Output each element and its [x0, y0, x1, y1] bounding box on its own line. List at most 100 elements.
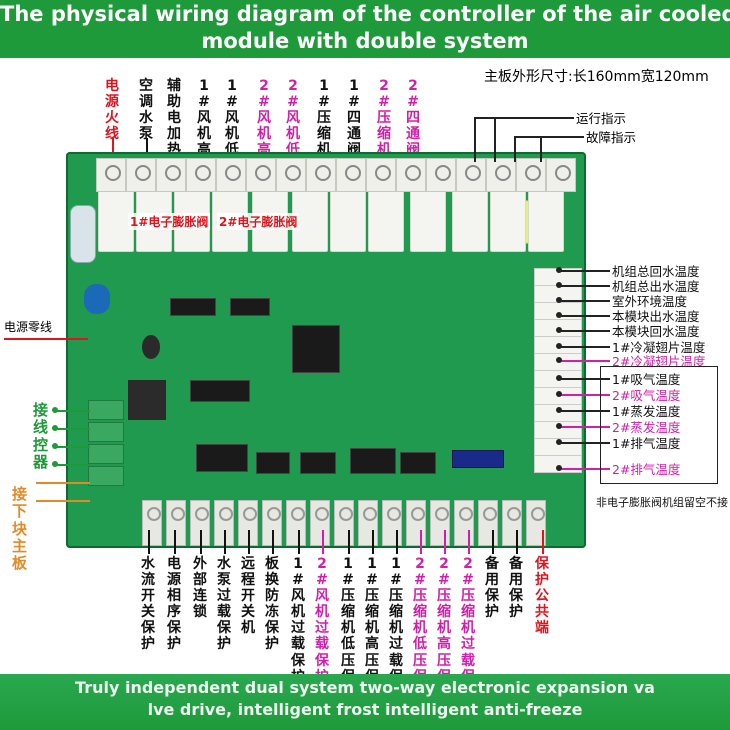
bottom-terminal-13	[454, 500, 474, 546]
right-leader-1	[560, 285, 610, 287]
run-indicator-drop-b	[474, 117, 476, 162]
top-leader-0	[112, 138, 114, 162]
bottom-leader-3	[224, 530, 226, 554]
right-leader-dot-5	[556, 343, 562, 349]
ic-chip-1	[256, 452, 290, 474]
right-label-4: 本模块回水温度	[612, 324, 700, 339]
relay-9	[452, 190, 488, 252]
right-leader-6	[560, 360, 610, 362]
next-board-line-a	[36, 482, 90, 484]
title-line-1: The physical wiring diagram of the contr…	[0, 2, 730, 26]
voltage-regulator-icon	[128, 380, 166, 420]
bottom-terminal-14	[478, 500, 498, 546]
right-label-12: 2#排气温度	[612, 462, 681, 477]
fault-indicator-drop-b	[540, 136, 542, 162]
left-terminal-3	[88, 466, 124, 486]
right-leader-dot-10	[556, 423, 562, 429]
right-label-5: 1#冷凝翅片温度	[612, 340, 706, 355]
bottom-leader-9	[372, 530, 374, 554]
top-terminal-9	[366, 158, 396, 192]
bottom-label-3: 水泵过载保护	[217, 556, 231, 653]
top-label-10: 2#四通阀	[406, 78, 420, 159]
bottom-terminal-10	[382, 500, 402, 546]
bottom-leader-16	[542, 530, 544, 554]
controller-dot-1	[52, 425, 58, 431]
bottom-terminal-12	[430, 500, 450, 546]
top-label-7: 1#压缩机	[317, 78, 331, 159]
ic-chip-3	[350, 448, 396, 474]
bottom-terminal-8	[334, 500, 354, 546]
right-label-0: 机组总回水温度	[612, 264, 700, 279]
right-label-6: 2#冷凝翅片温度	[612, 354, 706, 369]
relay-10	[490, 190, 526, 252]
bottom-leader-11	[420, 530, 422, 554]
run-indicator-join	[474, 117, 494, 119]
top-terminal-7	[306, 158, 336, 192]
right-label-7: 1#吸气温度	[612, 372, 681, 387]
bottom-terminal-7	[310, 500, 330, 546]
top-label-5: 2#风机高速	[257, 78, 271, 174]
bottom-leader-14	[492, 530, 494, 554]
relay-7	[368, 190, 404, 252]
controller-dot-0	[52, 407, 58, 413]
board-dimensions: 主板外形尺寸:长160mm宽120mm	[484, 69, 709, 85]
next-board-line-b	[36, 500, 90, 502]
ic-chip-2	[300, 452, 336, 474]
right-leader-dot-12	[556, 465, 562, 471]
right-leader-7	[560, 378, 610, 380]
right-leader-11	[560, 442, 610, 444]
controller-line-2	[54, 446, 90, 448]
relay-8	[410, 190, 446, 252]
right-leader-5	[560, 346, 610, 348]
bottom-label-6: 1#风机过载保护	[291, 556, 305, 685]
suction-exhaust-box	[600, 366, 718, 484]
controller-line-1	[54, 428, 90, 430]
fuse-icon	[70, 205, 96, 263]
top-leader-1	[146, 138, 148, 162]
ic-chip-4	[400, 452, 436, 474]
bottom-leader-6	[298, 530, 300, 554]
bottom-leader-5	[272, 530, 274, 554]
neutral-line	[4, 338, 88, 340]
bottom-leader-2	[200, 530, 202, 554]
bottom-label-7: 2#风机过载保护	[315, 556, 329, 685]
top-terminal-1	[126, 158, 156, 192]
banner-line-1: Truly independent dual system two-way el…	[75, 678, 655, 697]
top-label-0: 电源火线	[105, 78, 119, 143]
controller-line-3	[54, 464, 90, 466]
top-terminal-0	[96, 158, 126, 192]
left-terminal-1	[88, 422, 124, 442]
bottom-label-1: 电源相序保护	[167, 556, 181, 653]
bottom-terminal-3	[214, 500, 234, 546]
bottom-label-4: 远程开关机	[241, 556, 255, 637]
bottom-terminal-15	[502, 500, 522, 546]
capacitor-icon	[142, 335, 160, 359]
relay-11	[528, 190, 564, 252]
bottom-terminal-1	[166, 500, 186, 546]
neutral-label: 电源零线	[4, 320, 53, 334]
power-switch-icon	[84, 284, 110, 314]
right-leader-dot-7	[556, 375, 562, 381]
next-board-label: 接下块主板	[12, 485, 28, 572]
top-label-2: 辅助电加热	[167, 78, 181, 159]
bottom-label-15: 备用保护	[509, 556, 523, 621]
right-leader-dot-9	[556, 407, 562, 413]
bottom-banner: Truly independent dual system two-way el…	[0, 674, 730, 730]
ic-chip-6	[230, 298, 270, 316]
top-terminal-13	[486, 158, 516, 192]
right-leader-4	[560, 330, 610, 332]
banner-line-2: lve drive, intelligent frost intelligent…	[147, 700, 583, 719]
bottom-label-0: 水流开关保护	[141, 556, 155, 653]
valve-1-label: 1#电子膨胀阀	[128, 213, 211, 230]
ic-chip-0	[196, 444, 248, 472]
left-terminal-0	[88, 400, 124, 420]
right-leader-dot-3	[556, 312, 562, 318]
right-note: 非电子膨胀阀机组留空不接	[596, 496, 728, 509]
dip-switch-icon	[452, 450, 504, 468]
ic-chip-7	[190, 380, 250, 402]
bottom-terminal-2	[190, 500, 210, 546]
right-leader-dot-0	[556, 267, 562, 273]
top-terminal-2	[156, 158, 186, 192]
bottom-terminal-16	[526, 500, 546, 546]
right-leader-dot-11	[556, 439, 562, 445]
